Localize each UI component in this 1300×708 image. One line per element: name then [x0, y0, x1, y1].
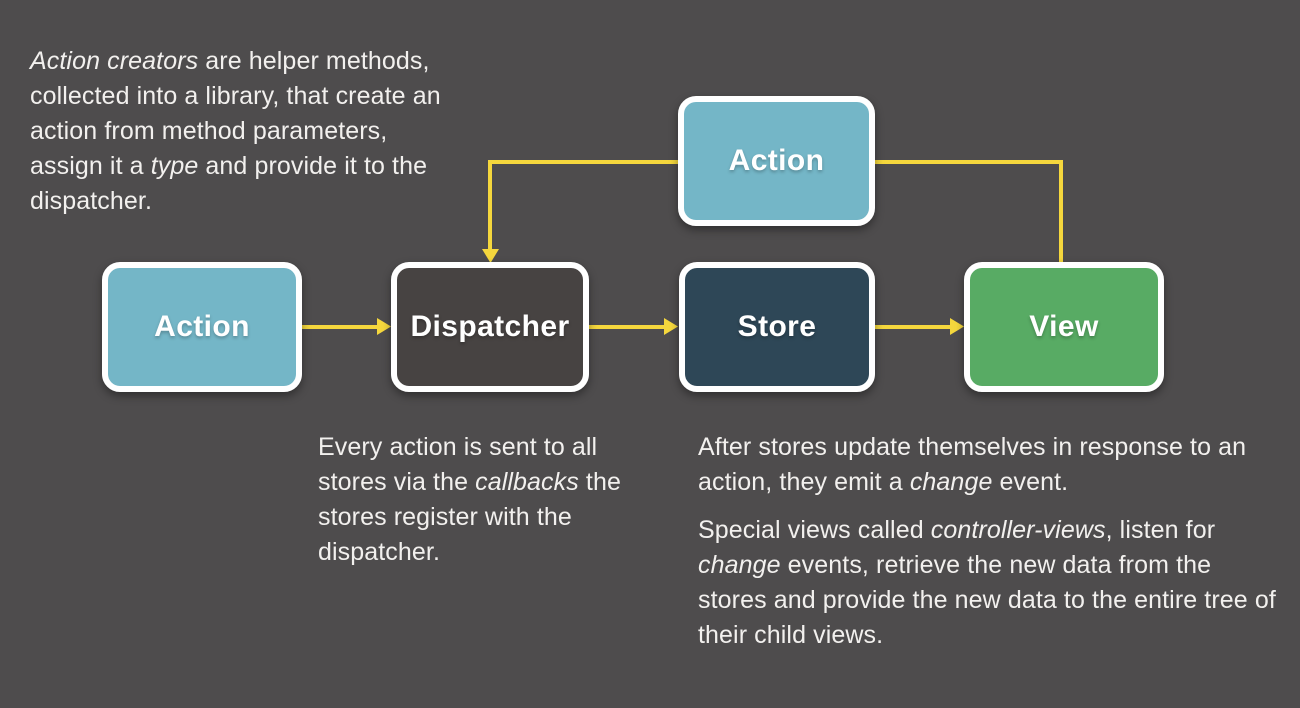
node-action-left-label: Action: [154, 310, 250, 343]
store-change-note: After stores update themselves in respon…: [698, 430, 1276, 653]
node-view: View: [964, 262, 1164, 392]
dispatcher-callbacks-note: Every action is sent to all stores via t…: [318, 433, 621, 566]
node-view-label: View: [1029, 310, 1099, 343]
connector-store-to-view: [875, 325, 951, 329]
arrowhead-down-into-dispatcher: [482, 249, 499, 263]
node-action-left: Action: [102, 262, 302, 392]
store-change-paragraph: After stores update themselves in respon…: [698, 433, 1247, 496]
node-store: Store: [679, 262, 875, 392]
node-action-top: Action: [678, 96, 875, 226]
connector-dispatcher-to-store: [589, 325, 665, 329]
connector-action-to-dispatcher-horizontal: [488, 160, 678, 164]
arrowhead-into-store: [664, 318, 678, 335]
node-action-top-label: Action: [728, 144, 825, 177]
arrowhead-into-dispatcher: [377, 318, 391, 335]
node-dispatcher: Dispatcher: [391, 262, 589, 392]
connector-view-to-action-vertical: [1059, 162, 1063, 262]
node-dispatcher-label: Dispatcher: [410, 310, 570, 343]
action-creators-note: Action creators are helper methods, coll…: [30, 47, 441, 215]
connector-view-to-action-horizontal: [875, 160, 1063, 164]
controller-views-paragraph: Special views called controller-views, l…: [698, 516, 1276, 649]
connector-action-left-to-dispatcher: [302, 325, 378, 329]
node-store-label: Store: [737, 310, 817, 343]
arrowhead-into-view: [950, 318, 964, 335]
connector-action-to-dispatcher-vertical: [488, 160, 492, 250]
